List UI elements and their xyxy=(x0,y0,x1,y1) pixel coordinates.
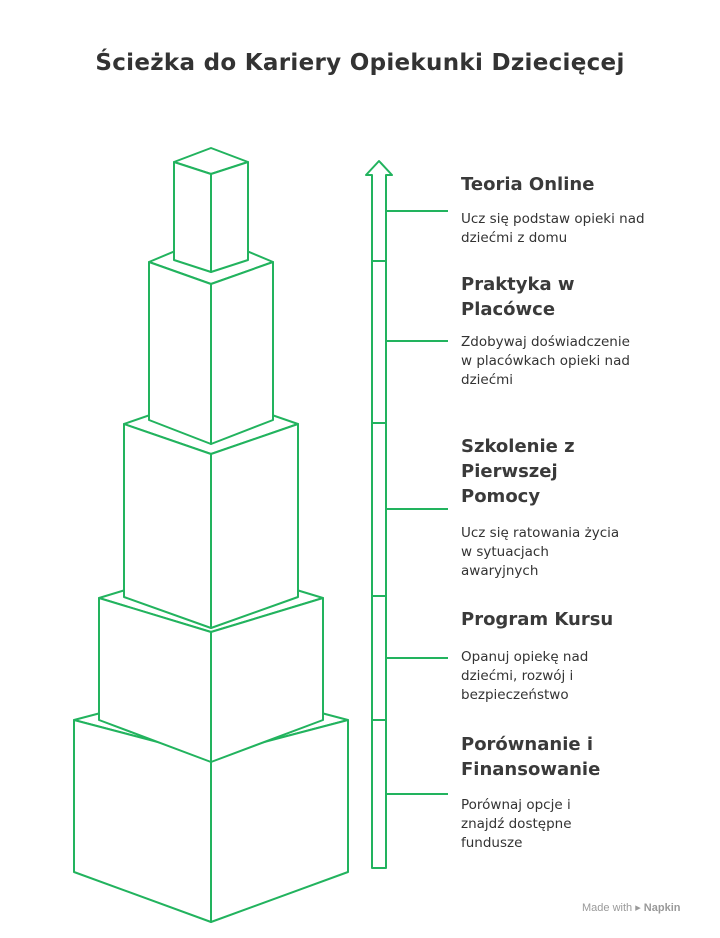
arrow-ticks xyxy=(372,260,386,721)
step-4-title: Program Kursu xyxy=(461,609,614,630)
tower-block-3 xyxy=(123,393,299,629)
step-5-description: Porównaj opcje i znajdź dostępne fundusz… xyxy=(461,797,572,851)
page-title: Ścieżka do Kariery Opiekunki Dziecięcej xyxy=(95,50,625,76)
step-1-title: Teoria Online xyxy=(461,174,595,195)
footer-brand: Napkin xyxy=(643,902,681,914)
footer-made-with: Made with xyxy=(582,902,633,914)
step-3-title: Szkolenie z Pierwszej Pomocy xyxy=(461,436,575,507)
step-2-description: Zdobywaj doświadczenie w placówkach opie… xyxy=(461,334,630,388)
step-2-title: Praktyka w Placówce xyxy=(461,274,575,320)
step-4-description: Opanuj opiekę nad dziećmi, rozwój i bezp… xyxy=(461,649,589,703)
step-1-description: Ucz się podstaw opieki nad dziećmi z dom… xyxy=(461,211,645,246)
step-5-title: Porównanie i Finansowanie xyxy=(461,734,601,780)
step-connectors xyxy=(386,210,448,795)
napkin-logo-icon: ▸ xyxy=(635,902,641,914)
vertical-arrow xyxy=(365,160,393,869)
footer-attribution: Made with ▸ Napkin xyxy=(582,901,680,914)
step-3-description: Ucz się ratowania życia w sytuacjach awa… xyxy=(461,525,620,579)
tower-block-1 xyxy=(173,147,249,273)
